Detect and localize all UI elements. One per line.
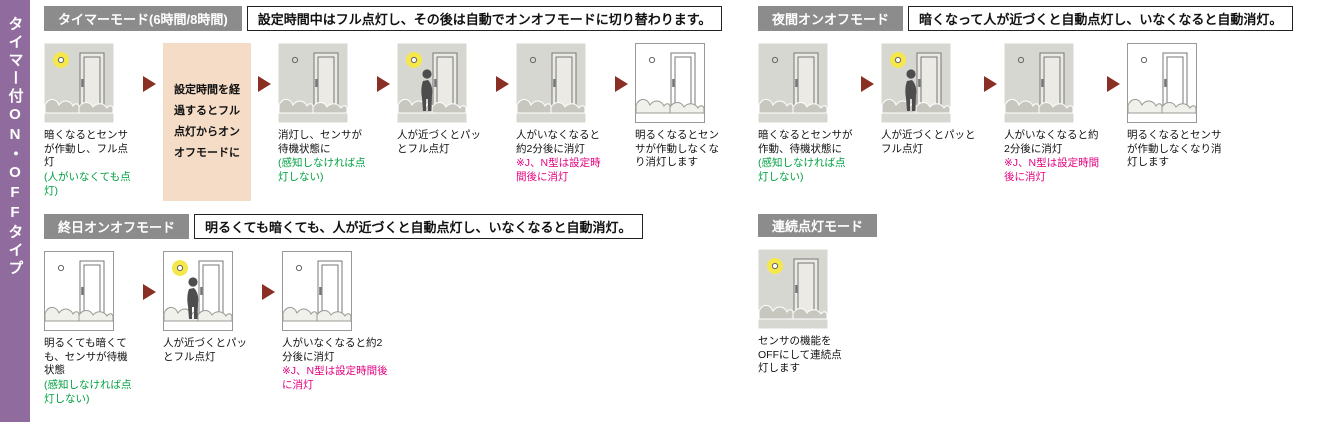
arrow-right-icon: [143, 284, 156, 300]
caption-note-green: (感知しなければ点灯しない): [278, 157, 366, 183]
step-sequence: センサの機能をOFFにして連続点灯します: [758, 249, 877, 376]
door-light-illustration: [758, 43, 828, 123]
section-title-badge: 終日オンオフモード: [44, 214, 190, 239]
category-banner: タイマー付ON・OFFタイプ: [0, 0, 30, 422]
arrow-right-icon: [262, 284, 275, 300]
caption-note-pink: ※J、N型は設定時間後に消灯: [516, 157, 601, 183]
category-label: タイマー付ON・OFFタイプ: [6, 16, 24, 278]
caption-text: 暗くなるとセンサが作動、待機状態に: [758, 129, 853, 155]
caption-text: 明るくなるとセンサが作動しなくなり消灯します: [635, 129, 719, 169]
caption-note-green: (感知しなければ点灯しない): [44, 378, 132, 405]
step-caption: 明るくなるとセンサが作動しなくなり消灯します: [1127, 129, 1223, 170]
arrow-right-icon: [496, 76, 509, 92]
section-continuous-mode: 連続点灯モード センサの機能をOFFにして連続点灯します: [758, 214, 878, 376]
section-header-row: タイマーモード(6時間/8時間) 設定時間中はフル点灯し、その後は自動でオンオフ…: [44, 6, 727, 31]
section-description: 設定時間中はフル点灯し、その後は自動でオンオフモードに切り替わります。: [246, 6, 723, 31]
caption-note-green: (感知しなければ点灯しない): [758, 157, 846, 183]
arrow-right-icon: [615, 76, 628, 92]
door-light-illustration: [635, 43, 705, 123]
caption-text: 消灯し、センサが待機状態に: [278, 129, 362, 155]
door-light-illustration: [397, 43, 467, 123]
door-light-illustration: [1004, 43, 1074, 123]
caption-text: 明るくても暗くても、センサが待機状態: [44, 337, 128, 377]
door-light-illustration: [44, 43, 114, 123]
step-caption: 人がいなくなると約2分後に消灯 ※J、N型は設定時間後に消灯: [282, 337, 392, 393]
section-title-badge: 連続点灯モード: [758, 214, 878, 237]
step-caption: 人がいなくなると約2分後に消灯 ※J、N型は設定時間後に消灯: [516, 129, 608, 185]
caption-text: 人がいなくなると約2分後に消灯: [282, 337, 383, 363]
caption-text: 暗くなるとセンサが作動し、フル点灯: [44, 129, 128, 169]
arrow-right-icon: [1107, 76, 1120, 92]
step: センサの機能をOFFにして連続点灯します: [758, 249, 850, 376]
caption-text: センサの機能をOFFにして連続点灯します: [758, 335, 842, 375]
arrow-right-icon: [258, 76, 271, 92]
step: 人がいなくなると約2分後に消灯 ※J、N型は設定時間後に消灯: [1004, 43, 1100, 185]
step: 明るくなるとセンサが作動しなくなり消灯します: [635, 43, 727, 170]
caption-text: 人が近づくとパッとフル点灯: [881, 129, 976, 155]
step: 消灯し、センサが待機状態に (感知しなければ点灯しない): [278, 43, 370, 185]
step: 明るくても暗くても、センサが待機状態 (感知しなければ点灯しない): [44, 251, 136, 406]
section-night-mode: 夜間オンオフモード 暗くなって人が近づくと自動点灯し、いなくなると自動消灯。 暗…: [758, 6, 1294, 185]
door-light-illustration: [282, 251, 352, 331]
step: 人が近づくとパッとフル点灯: [163, 251, 255, 364]
step-caption: 明るくなるとセンサが作動しなくなり消灯します: [635, 129, 727, 170]
step: 人がいなくなると約2分後に消灯 ※J、N型は設定時間後に消灯: [282, 251, 392, 393]
step-caption: 暗くなるとセンサが作動、待機状態に (感知しなければ点灯しない): [758, 129, 854, 185]
step-caption: 消灯し、センサが待機状態に (感知しなければ点灯しない): [278, 129, 370, 185]
door-light-illustration: [163, 251, 233, 331]
step-caption: 暗くなるとセンサが作動し、フル点灯 (人がいなくても点灯): [44, 129, 136, 198]
door-light-illustration: [516, 43, 586, 123]
step-caption: 人が近づくとパッとフル点灯: [881, 129, 977, 156]
section-description: 暗くなって人が近づくと自動点灯し、いなくなると自動消灯。: [908, 6, 1294, 31]
section-header-row: 連続点灯モード: [758, 214, 878, 237]
caption-text: 人がいなくなると約2分後に消灯: [516, 129, 600, 155]
step: 人が近づくとパッとフル点灯: [397, 43, 489, 156]
caption-note-green: (人がいなくても点灯): [44, 170, 131, 197]
step: 人が近づくとパッとフル点灯: [881, 43, 977, 156]
door-light-illustration: [278, 43, 348, 123]
step: 人がいなくなると約2分後に消灯 ※J、N型は設定時間後に消灯: [516, 43, 608, 185]
arrow-right-icon: [377, 76, 390, 92]
section-header-row: 夜間オンオフモード 暗くなって人が近づくと自動点灯し、いなくなると自動消灯。: [758, 6, 1294, 31]
step: 暗くなるとセンサが作動し、フル点灯 (人がいなくても点灯): [44, 43, 136, 198]
timer-transition-box: 設定時間を経過するとフル点灯からオンオフモードに: [163, 43, 251, 201]
section-title-badge: 夜間オンオフモード: [758, 6, 904, 31]
section-description: 明るくても暗くても、人が近づくと自動点灯し、いなくなると自動消灯。: [194, 214, 643, 239]
step-caption: 明るくても暗くても、センサが待機状態 (感知しなければ点灯しない): [44, 337, 136, 406]
step-sequence: 暗くなるとセンサが作動し、フル点灯 (人がいなくても点灯) 設定時間を経過すると…: [44, 43, 727, 201]
caption-text: 明るくなるとセンサが作動しなくなり消灯します: [1127, 129, 1222, 169]
section-title-badge: タイマーモード(6時間/8時間): [44, 6, 242, 31]
arrow-right-icon: [984, 76, 997, 92]
caption-note-pink: ※J、N型は設定時間後に消灯: [282, 365, 388, 391]
section-allday-mode: 終日オンオフモード 明るくても暗くても、人が近づくと自動点灯し、いなくなると自動…: [44, 214, 643, 406]
caption-text: 人が近づくとパッとフル点灯: [397, 129, 481, 155]
step: 暗くなるとセンサが作動、待機状態に (感知しなければ点灯しない): [758, 43, 854, 185]
step-caption: 人が近づくとパッとフル点灯: [163, 337, 255, 364]
step-caption: センサの機能をOFFにして連続点灯します: [758, 335, 850, 376]
step-caption: 人がいなくなると約2分後に消灯 ※J、N型は設定時間後に消灯: [1004, 129, 1100, 185]
caption-text: 人が近づくとパッとフル点灯: [163, 337, 247, 363]
arrow-right-icon: [143, 76, 156, 92]
door-light-illustration: [44, 251, 114, 331]
step: 明るくなるとセンサが作動しなくなり消灯します: [1127, 43, 1223, 170]
caption-text: 人がいなくなると約2分後に消灯: [1004, 129, 1099, 155]
step-sequence: 暗くなるとセンサが作動、待機状態に (感知しなければ点灯しない) 人が近づくとパ…: [758, 43, 1293, 185]
arrow-right-icon: [861, 76, 874, 92]
door-light-illustration: [881, 43, 951, 123]
caption-note-pink: ※J、N型は設定時間後に消灯: [1004, 157, 1100, 183]
door-light-illustration: [758, 249, 828, 329]
step-caption: 人が近づくとパッとフル点灯: [397, 129, 489, 156]
step-sequence: 明るくても暗くても、センサが待機状態 (感知しなければ点灯しない) 人が近づくと…: [44, 251, 643, 406]
door-light-illustration: [1127, 43, 1197, 123]
section-header-row: 終日オンオフモード 明るくても暗くても、人が近づくと自動点灯し、いなくなると自動…: [44, 214, 643, 239]
section-timer-mode: タイマーモード(6時間/8時間) 設定時間中はフル点灯し、その後は自動でオンオフ…: [44, 6, 727, 201]
